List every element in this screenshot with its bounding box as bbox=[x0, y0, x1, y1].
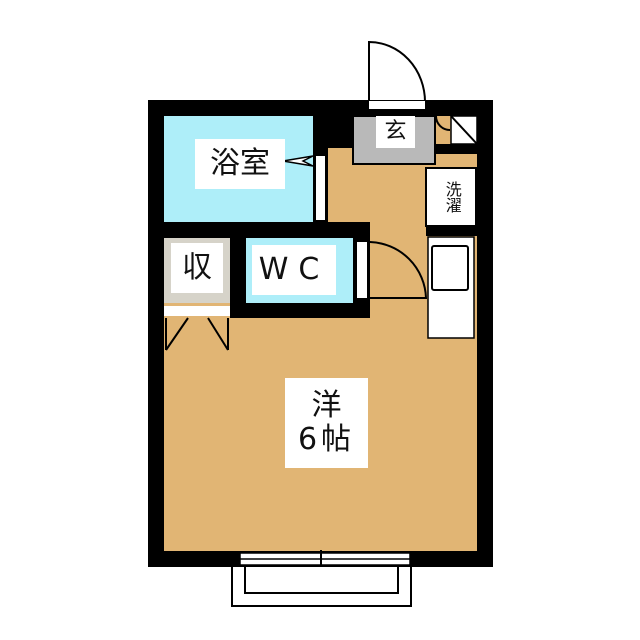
storage-door bbox=[164, 306, 230, 316]
storage-door-swing bbox=[165, 317, 229, 351]
partition-wall bbox=[148, 222, 370, 238]
entrance-door-swing bbox=[368, 40, 426, 103]
laundry-label: 洗濯 bbox=[433, 174, 470, 220]
toilet-label: WC bbox=[252, 245, 336, 295]
entrance-door-frame bbox=[369, 101, 425, 109]
inner-door-swing bbox=[435, 115, 451, 131]
sink bbox=[431, 245, 469, 291]
toilet-door bbox=[357, 242, 367, 298]
bath-door bbox=[316, 156, 325, 220]
balcony bbox=[231, 567, 412, 607]
entrance-label: 玄 bbox=[376, 116, 415, 148]
corner-wall bbox=[328, 116, 353, 148]
bath-label: 浴室 bbox=[195, 139, 285, 189]
main-room-label: 洋 6帖 bbox=[285, 378, 368, 468]
storage-label: 収 bbox=[171, 243, 223, 293]
main-room-type: 洋 bbox=[311, 387, 342, 423]
main-room-size: 6帖 bbox=[297, 422, 356, 457]
toilet-door-swing bbox=[369, 241, 428, 299]
